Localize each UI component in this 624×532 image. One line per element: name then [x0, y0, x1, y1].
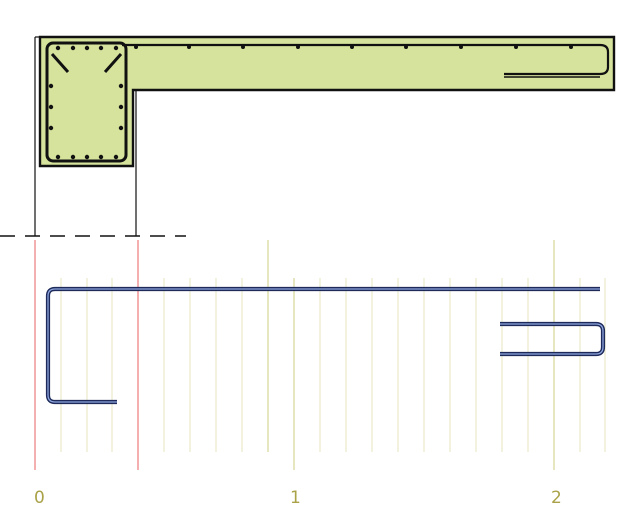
rebar-dot — [48, 104, 54, 110]
column-rebar-dots — [48, 45, 124, 160]
u-bar-inner — [500, 323, 604, 355]
rebar-dot — [70, 45, 76, 51]
rebar-dot — [569, 45, 573, 49]
rebar-dot — [118, 125, 124, 131]
rebar-dot — [55, 45, 61, 51]
rebar-dot — [70, 154, 76, 160]
rebar-dot — [118, 104, 124, 110]
rebar-dot — [48, 83, 54, 89]
rebar-dot — [118, 83, 124, 89]
stirrup-hook-left — [50, 53, 70, 73]
rebar-dot — [84, 154, 90, 160]
rebar-dot — [134, 45, 138, 49]
rebar-dot — [98, 45, 104, 51]
rebar-dot — [296, 45, 300, 49]
tick-label-2: 2 — [551, 488, 562, 508]
rebar-dot — [514, 45, 518, 49]
slab-rebar-dots — [134, 45, 573, 49]
long-bar-outer — [45, 286, 600, 405]
rebar-dot — [113, 154, 119, 160]
elevation-view: 0 1 2 — [34, 240, 606, 508]
rebar-dot — [459, 45, 463, 49]
rebar-dot — [113, 45, 119, 51]
long-bar-inner — [47, 288, 600, 403]
rebar-dot — [98, 154, 104, 160]
concrete-section — [38, 35, 616, 168]
tick-label-0: 0 — [34, 488, 45, 508]
tick-label-1: 1 — [290, 488, 301, 508]
u-bar-outer — [500, 321, 606, 357]
rebar-dot — [187, 45, 191, 49]
rebar-dot — [55, 154, 61, 160]
rebar-dot — [48, 125, 54, 131]
rebar-dot — [84, 45, 90, 51]
rebar-dot — [241, 45, 245, 49]
rebar-dot — [404, 45, 408, 49]
section-view — [0, 35, 616, 237]
reference-lines — [34, 240, 139, 470]
column-stirrup — [45, 41, 128, 163]
slab-top-bar — [122, 43, 610, 76]
grid-lines — [60, 278, 606, 452]
rebar-dot — [350, 45, 354, 49]
stirrup-hook-right — [103, 53, 123, 73]
